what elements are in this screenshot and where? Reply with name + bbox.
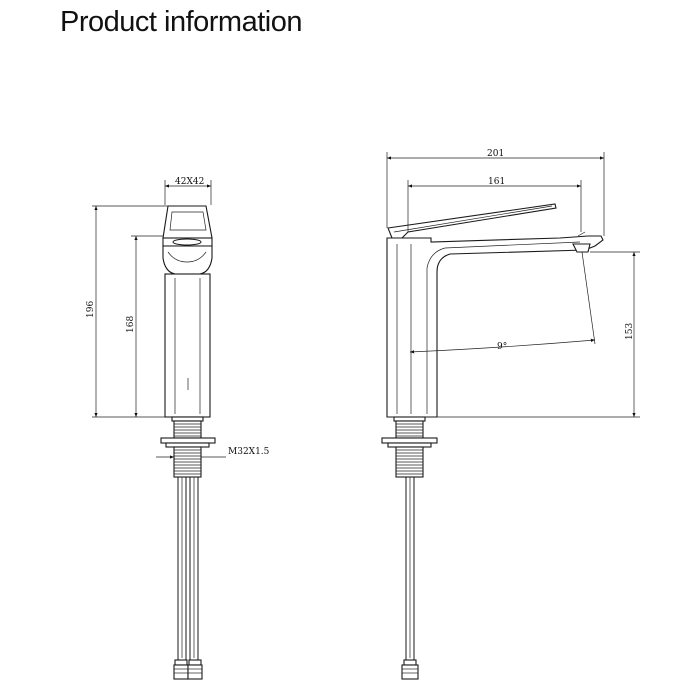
front-thread-upper	[173, 420, 202, 439]
front-view: 42X42 196 168 M32X1.5	[86, 177, 270, 680]
dim-length-total: 201	[487, 149, 504, 159]
side-thread-upper	[395, 420, 424, 439]
page-title: Product information	[60, 6, 302, 38]
dim-height-total: 196	[86, 301, 96, 318]
side-hose-fitting	[401, 659, 419, 680]
dim-width-top: 42X42	[175, 177, 204, 187]
side-view: 201 161 153 9°	[381, 149, 640, 680]
dim-angle: 9°	[497, 342, 507, 352]
dim-height-spout: 168	[126, 316, 136, 333]
dim-spout-height: 153	[625, 323, 635, 340]
front-hose-fittings	[173, 659, 203, 680]
side-thread-lower	[395, 446, 424, 478]
dim-thread: M32X1.5	[228, 447, 270, 457]
dim-length-handle: 161	[488, 177, 505, 187]
front-thread-lower	[173, 446, 202, 478]
